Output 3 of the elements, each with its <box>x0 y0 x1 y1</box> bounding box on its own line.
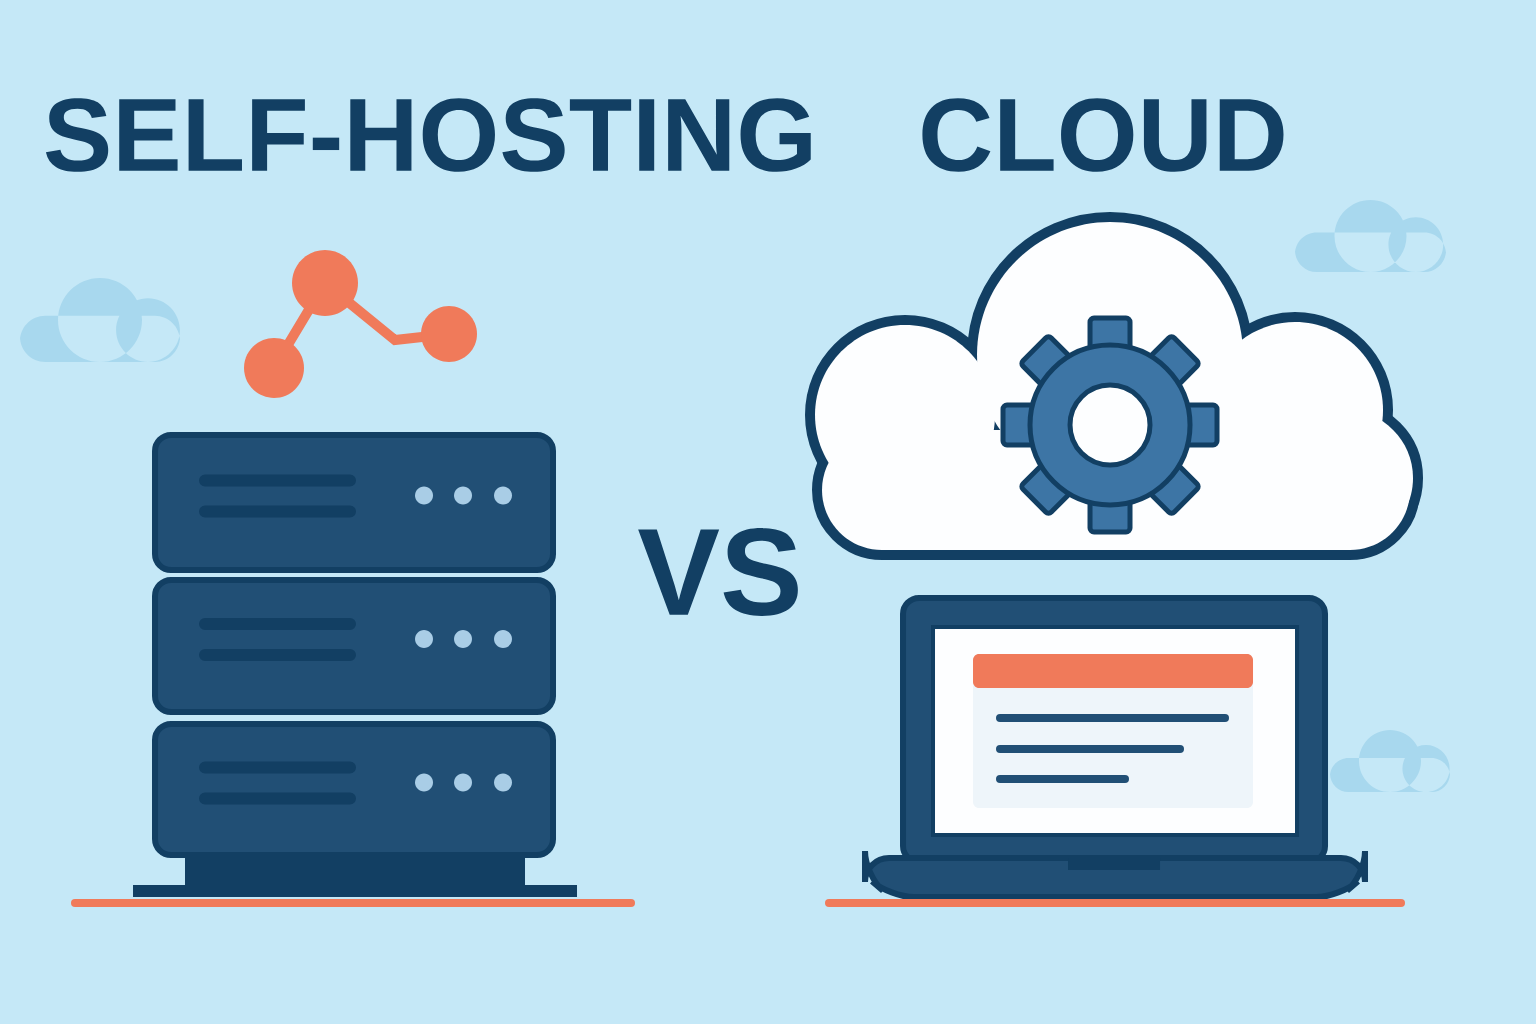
heading: CLOUD <box>922 98 1284 172</box>
vs-label: VS <box>638 528 798 616</box>
heading: SELF-HOSTING <box>45 98 811 172</box>
